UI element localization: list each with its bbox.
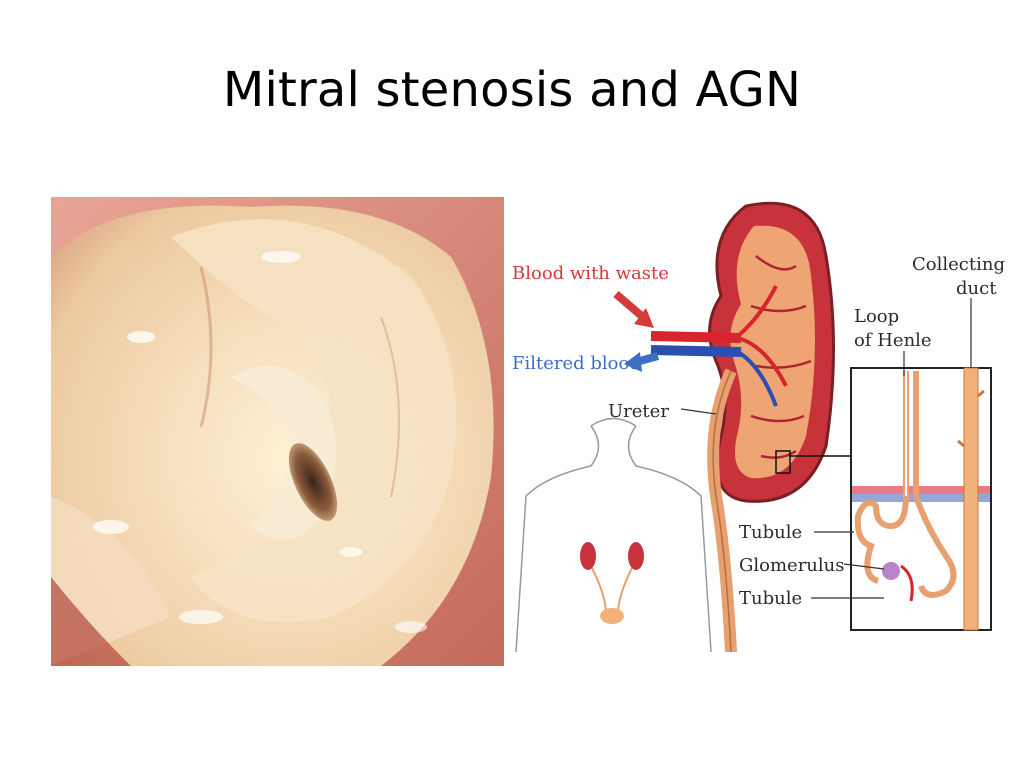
blood-with-waste-arrow <box>613 290 654 328</box>
zoom-box <box>775 450 791 474</box>
mitral-valve-illustration <box>51 197 504 666</box>
label-ureter: Ureter <box>608 401 669 422</box>
label-glomerulus: Glomerulus <box>739 555 844 576</box>
label-collecting-duct-1: Collecting <box>912 254 1005 275</box>
kidney-diagram: Blood with waste Filtered blood Ureter C… <box>506 196 1006 652</box>
kidney-illustration: Blood with waste Filtered blood Ureter C… <box>512 201 1005 652</box>
label-loop-of-henle-2: of Henle <box>854 330 932 351</box>
nephron-inset <box>789 367 992 631</box>
label-blood-with-waste: Blood with waste <box>512 263 669 284</box>
kidney <box>708 201 835 503</box>
mitral-valve-photo <box>51 197 504 666</box>
renal-vessels <box>650 285 788 407</box>
filtered-blood-arrow <box>624 352 660 372</box>
label-loop-of-henle-1: Loop <box>854 306 899 327</box>
label-tubule-bottom: Tubule <box>739 588 802 609</box>
label-filtered-blood: Filtered blood <box>512 353 641 374</box>
inset-leader-lines <box>811 298 972 599</box>
label-collecting-duct-2: duct <box>956 278 997 299</box>
slide-title: Mitral stenosis and AGN <box>222 62 802 118</box>
label-tubule-top: Tubule <box>739 522 802 543</box>
small-kidneys <box>580 542 644 624</box>
body-outline <box>515 417 712 652</box>
